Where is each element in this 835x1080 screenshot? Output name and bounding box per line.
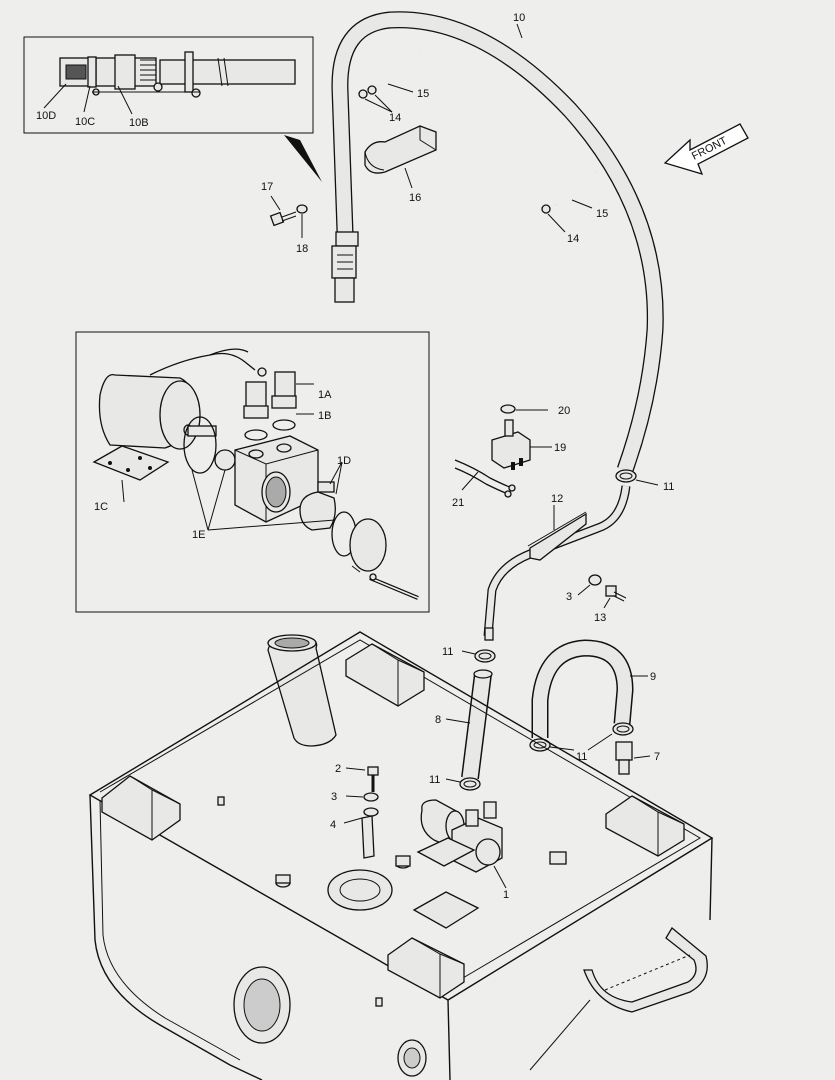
callout-12: 12: [551, 493, 563, 505]
callout-10: 10: [513, 12, 525, 24]
part-13-bolt: [603, 585, 627, 609]
part-4-spacer: [343, 807, 379, 859]
part-21-wire-harness: [454, 459, 516, 498]
part-12-tube-and-bracket: [483, 485, 631, 641]
callout-3-lower: 3: [331, 791, 337, 803]
callout-11-upper: 11: [663, 481, 674, 493]
part-15-hook-upper: [358, 49, 423, 113]
callout-14-lower: 14: [567, 233, 579, 245]
callout-11-lower: 11: [429, 774, 440, 786]
callout-16: 16: [409, 192, 421, 204]
callout-4: 4: [330, 819, 336, 831]
callout-1C: 1C: [94, 501, 108, 513]
callout-14-upper: 14: [389, 112, 401, 124]
part-3-washer-lower: [345, 792, 379, 802]
front-direction-arrow: [663, 123, 749, 176]
callout-10D: 10D: [36, 110, 56, 122]
callout-1B: 1B: [318, 410, 331, 422]
callout-1E: 1E: [192, 529, 205, 541]
tank-body: [88, 631, 714, 1080]
callout-10C: 10C: [75, 116, 95, 128]
inset-pump-exploded: [75, 331, 430, 613]
callout-11-right: 11: [576, 751, 587, 763]
part-11-clamp-b: [461, 649, 496, 663]
callout-1D: 1D: [337, 455, 351, 467]
callout-13: 13: [594, 612, 606, 624]
callout-7: 7: [654, 751, 660, 763]
callout-18: 18: [296, 243, 308, 255]
callout-9: 9: [650, 671, 656, 683]
part-1-pump: [416, 799, 507, 889]
callout-3-upper: 3: [566, 591, 572, 603]
part-8-hose: [445, 669, 493, 780]
part-18-washer: [296, 204, 308, 238]
callout-8: 8: [435, 714, 441, 726]
part-17-bolt: [269, 195, 297, 227]
callout-11-mid: 11: [442, 646, 453, 658]
callout-17: 17: [261, 181, 273, 193]
callout-15-lower: 15: [596, 208, 608, 220]
part-10-hose-assembly: [331, 11, 664, 473]
callout-1A: 1A: [318, 389, 332, 401]
part-11-clamp-upper: [615, 469, 659, 486]
callout-1: 1: [503, 889, 509, 901]
callout-21: 21: [452, 497, 464, 509]
part-19-switch: [491, 419, 552, 470]
part-20-nut: [500, 404, 548, 414]
callout-2: 2: [335, 763, 341, 775]
part-2-bolt: [345, 766, 379, 792]
callout-19: 19: [554, 442, 566, 454]
part-7-fitting: [615, 741, 651, 775]
callout-15-upper: 15: [417, 88, 429, 100]
part-15-hook-lower: [541, 171, 600, 233]
part-3-washer-upper: [577, 574, 602, 596]
part-16-hose-bracket: [364, 125, 437, 189]
part-9-hose: [531, 639, 648, 738]
callout-10B: 10B: [129, 117, 149, 129]
part-11-clamp-d: [445, 777, 481, 791]
inset-hose-end-detail: [23, 36, 322, 182]
callout-20: 20: [558, 405, 570, 417]
